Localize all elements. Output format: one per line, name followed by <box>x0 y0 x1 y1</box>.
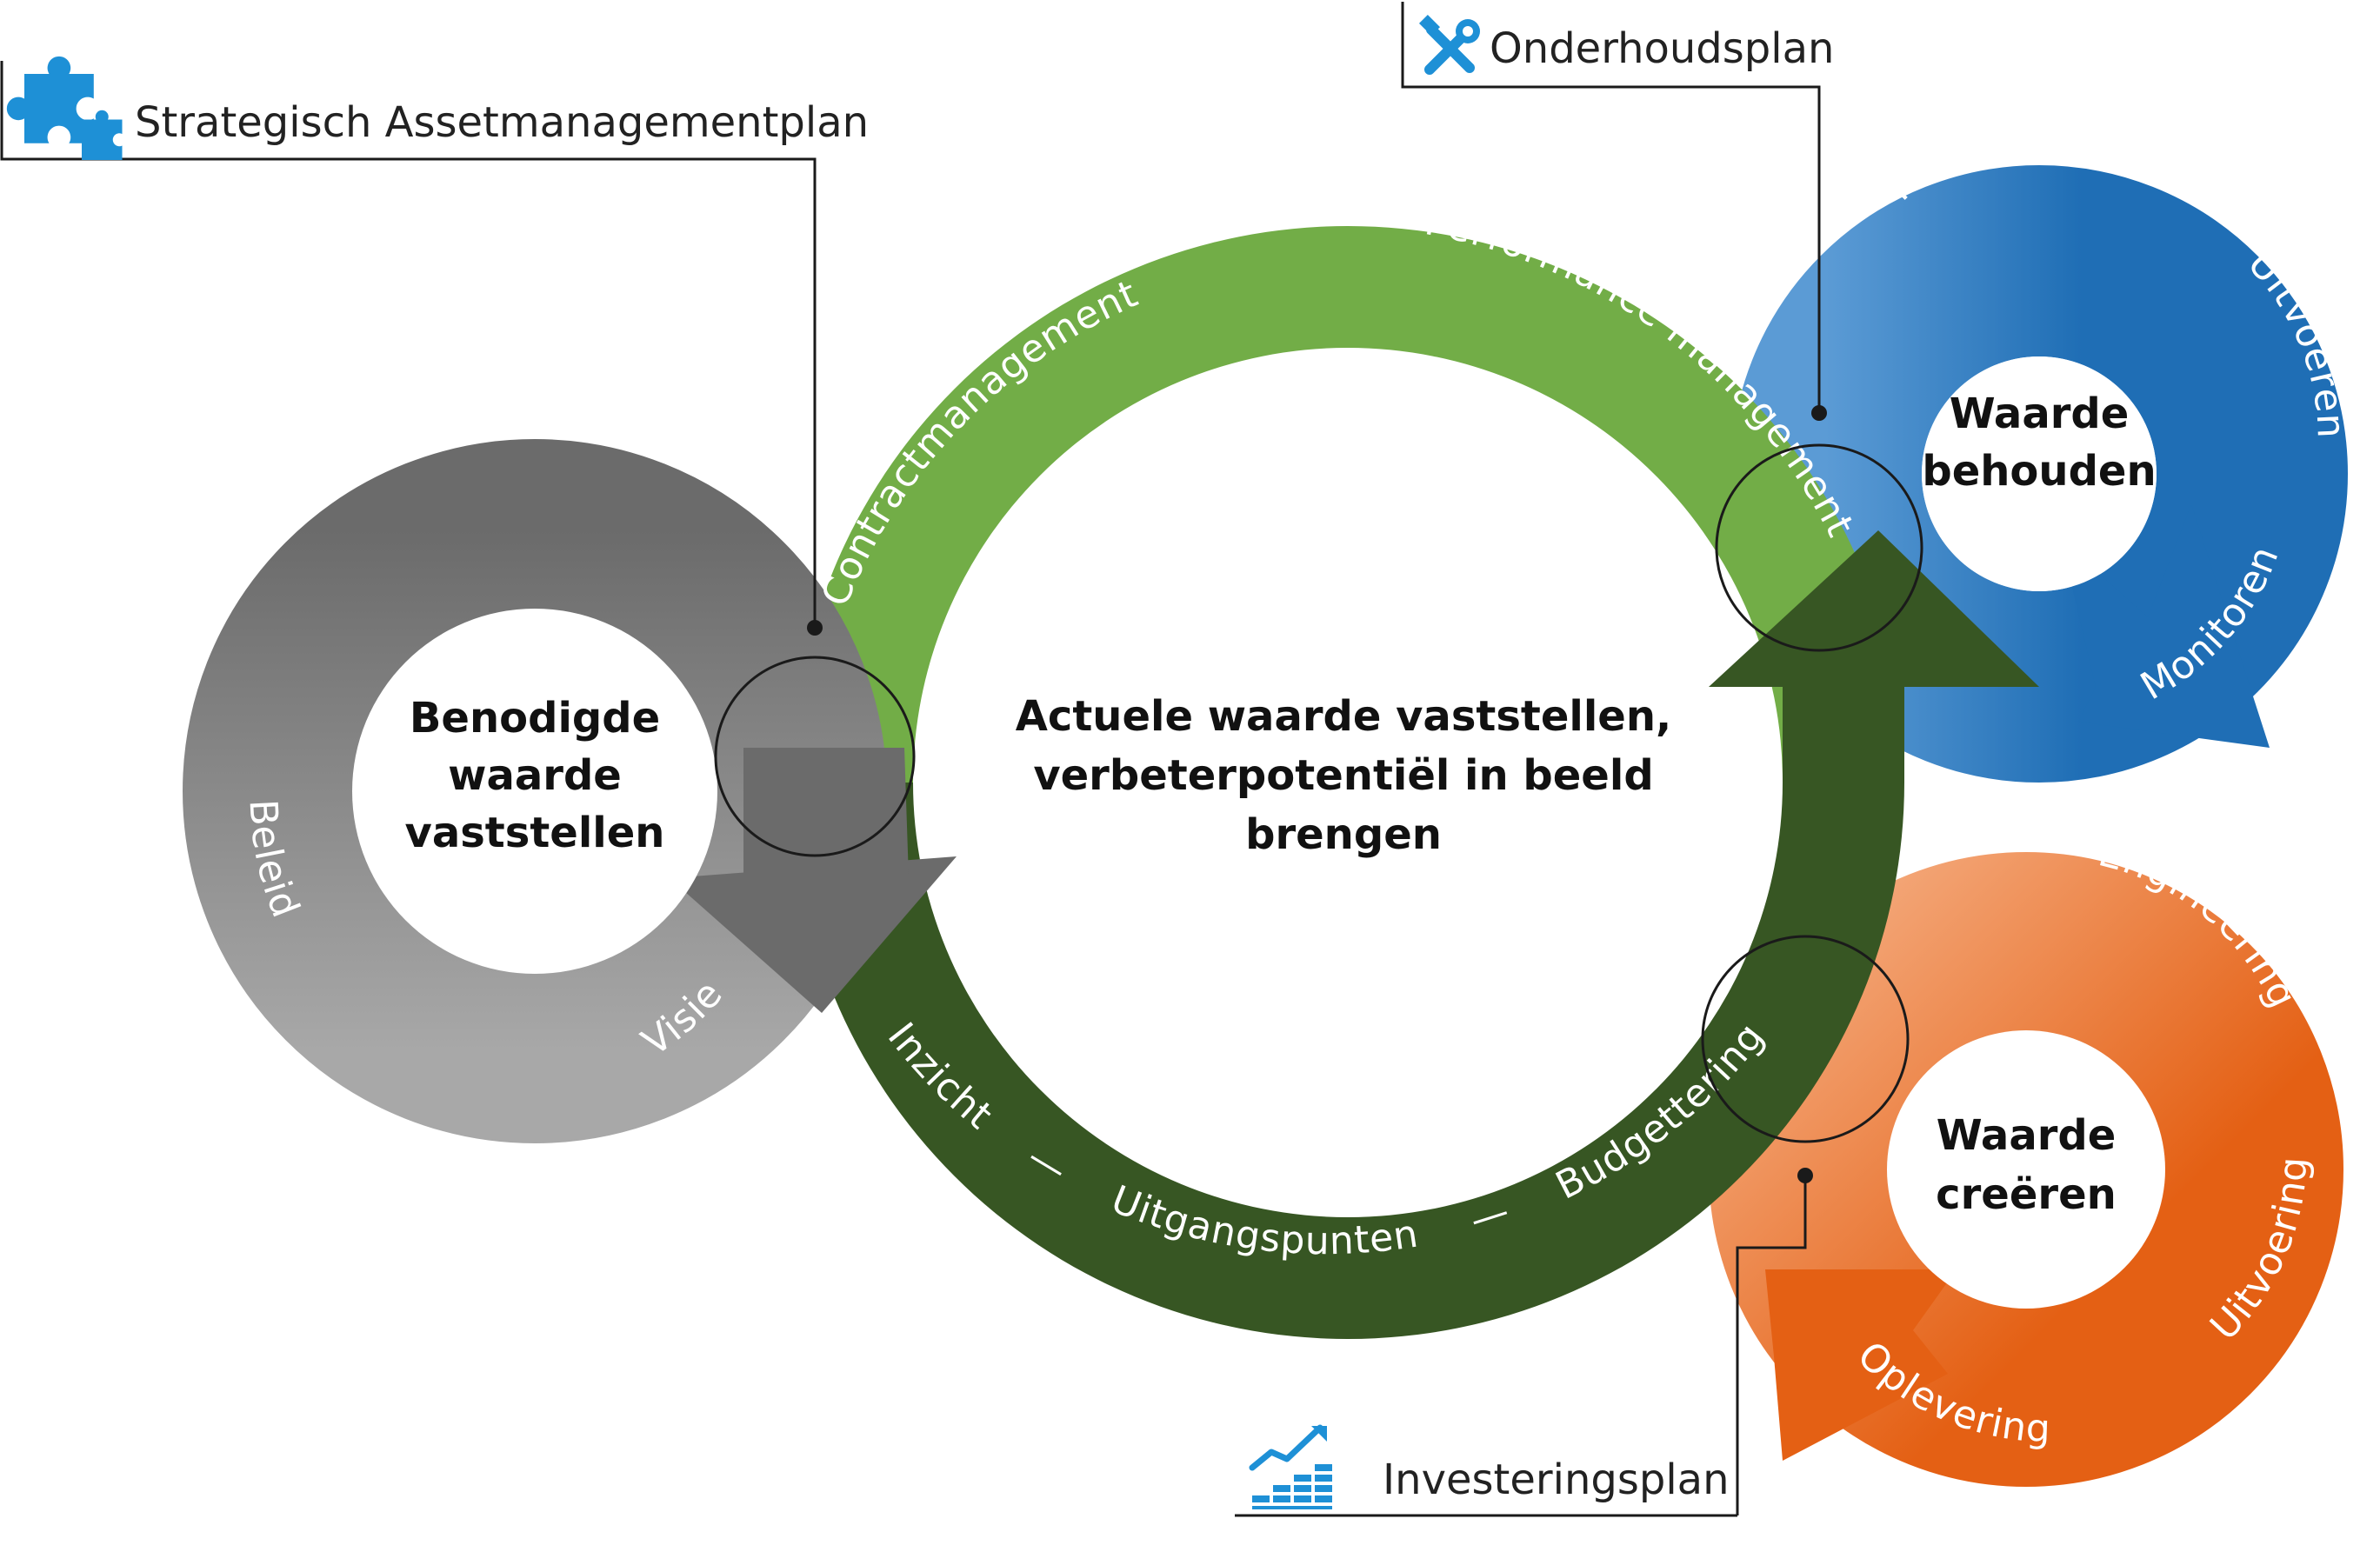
connection-ring-bottom-right <box>1701 935 1910 1143</box>
create-value-title-1: Waarde <box>1937 1111 2117 1160</box>
required-value-title-3: vaststellen <box>405 809 665 857</box>
create-value-title-2: creëren <box>1936 1170 2117 1219</box>
leader-dot-maintenance <box>1811 405 1827 421</box>
create-value-cycle <box>1709 852 2343 1487</box>
connection-ring-top-right <box>1715 443 1923 652</box>
investment-plan-label: Investeringsplan <box>1383 1455 1729 1504</box>
connection-ring-left <box>714 656 916 857</box>
required-value-arrowhead <box>670 856 957 1013</box>
create-value-ring <box>1709 852 2343 1487</box>
main-cycle-top-arc <box>791 226 1904 783</box>
required-value-title-2: waarde <box>448 751 622 800</box>
leader-strategic <box>0 61 817 628</box>
strategic-plan-label: Strategisch Assetmanagementplan <box>135 98 869 147</box>
center-title-3: brengen <box>1245 810 1442 859</box>
leader-maintenance <box>1401 2 1821 413</box>
maintenance-plan-label: Onderhoudsplan <box>1490 24 1834 73</box>
maintain-value-arrowhead <box>2061 504 2270 748</box>
required-value-cycle <box>183 439 957 1143</box>
leader-investment <box>1736 1176 1807 1515</box>
leader-dot-investment <box>1797 1168 1813 1183</box>
required-value-title-1: Benodigde <box>410 694 660 743</box>
maintain-value-title-1: Waarde <box>1950 390 2130 438</box>
tools-icon <box>1418 14 1480 75</box>
create-value-arrowhead <box>1765 1269 1957 1461</box>
puzzle-icon <box>6 56 123 160</box>
center-title-2: verbeterpotentiël in beeld <box>1033 751 1653 800</box>
main-cycle-arrowhead <box>1783 678 1904 783</box>
maintain-value-title-2: behouden <box>1922 447 2156 496</box>
growth-chart-icon <box>1249 1424 1332 1509</box>
main-cycle-bottom-arc <box>791 783 1904 1339</box>
leader-dot-strategic <box>807 620 823 636</box>
center-title-1: Actuele waarde vaststellen, <box>1016 692 1672 741</box>
